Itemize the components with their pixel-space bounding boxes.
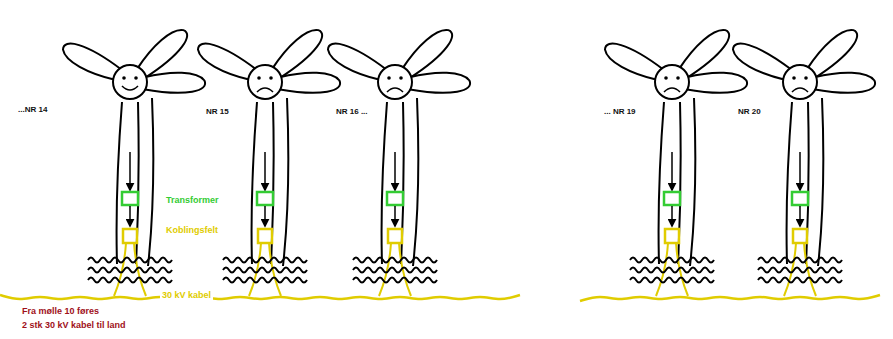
face-eye — [664, 76, 668, 80]
face-eye — [122, 76, 126, 80]
switchgear-box — [388, 229, 402, 243]
tower-line — [818, 98, 823, 266]
rotor-blade — [813, 69, 876, 95]
switchgear-label: Koblingsfelt — [166, 226, 218, 236]
face-eye — [804, 76, 808, 80]
sea-wave — [88, 258, 172, 263]
sea-wave — [353, 278, 437, 283]
wind-turbine — [601, 25, 748, 296]
cable-label: 30 kV kabel — [160, 291, 213, 301]
flow-arrow — [671, 152, 673, 190]
flow-arrow — [394, 206, 396, 226]
face-eye — [792, 76, 796, 80]
sea-wave — [88, 268, 172, 273]
cables — [0, 295, 880, 301]
face-eye — [269, 76, 273, 80]
tower-line — [659, 102, 664, 264]
note-text: Fra mølle 10 føres — [22, 307, 99, 317]
rotor-blade — [408, 69, 471, 95]
tower-line — [690, 98, 695, 266]
flow-arrow — [671, 206, 673, 226]
tower-line — [252, 102, 257, 264]
switchgear-box — [793, 229, 807, 243]
sea-wave — [353, 258, 437, 263]
tower-line — [283, 98, 288, 266]
turbine-number: ...NR 14 — [18, 106, 47, 115]
hub-face — [655, 65, 689, 99]
flow-arrow — [264, 206, 266, 226]
transformer-box — [387, 192, 403, 205]
sea-wave — [630, 268, 714, 273]
switchgear-box — [258, 229, 272, 243]
switchgear-box — [665, 229, 679, 243]
flow-arrow — [799, 152, 801, 190]
switchgear-box — [123, 229, 137, 243]
hub-face — [783, 65, 817, 99]
turbine-number: NR 20 — [738, 108, 761, 117]
tower-line — [117, 102, 122, 264]
sea-wave — [223, 258, 307, 263]
tower-line — [148, 98, 153, 266]
turbine-number: NR 16 ... — [336, 108, 368, 117]
rotor-blade — [278, 69, 341, 95]
face-mouth — [122, 86, 138, 90]
note-text: 2 stk 30 kV kabel til land — [22, 321, 126, 331]
transformer-label: Transformer — [166, 196, 219, 206]
sea-wave — [223, 278, 307, 283]
face-eye — [399, 76, 403, 80]
sea-wave — [630, 278, 714, 283]
flow-arrow — [799, 206, 801, 226]
face-eye — [257, 76, 261, 80]
sea-wave — [88, 278, 172, 283]
wind-turbine — [729, 25, 876, 296]
sea-cable — [580, 295, 880, 301]
turbines — [59, 25, 876, 296]
face-mouth — [792, 88, 808, 92]
wind-turbine — [194, 25, 341, 296]
hub-face — [378, 65, 412, 99]
transformer-box — [792, 192, 808, 205]
flow-arrow — [129, 206, 131, 226]
rotor-blade — [143, 69, 206, 95]
face-eye — [676, 76, 680, 80]
flow-arrow — [129, 152, 131, 190]
turbine-number: ... NR 19 — [604, 108, 636, 117]
flow-arrow — [264, 152, 266, 190]
sea-wave — [223, 268, 307, 273]
sea-wave — [758, 258, 842, 263]
face-mouth — [664, 88, 680, 92]
sea-wave — [630, 258, 714, 263]
transformer-box — [257, 192, 273, 205]
face-eye — [387, 76, 391, 80]
tower-line — [382, 102, 387, 264]
wind-turbine — [59, 25, 206, 296]
tower-line — [787, 102, 792, 264]
sea-wave — [758, 278, 842, 283]
transformer-box — [122, 192, 138, 205]
transformer-box — [664, 192, 680, 205]
face-mouth — [257, 88, 273, 92]
wind-turbine — [324, 25, 471, 296]
face-mouth — [387, 88, 403, 92]
flow-arrow — [394, 152, 396, 190]
sea-cable — [0, 295, 520, 299]
turbine-number: NR 15 — [206, 108, 229, 117]
rotor-blade — [685, 69, 748, 95]
sea-wave — [353, 268, 437, 273]
sea-wave — [758, 268, 842, 273]
face-eye — [134, 76, 138, 80]
tower-line — [413, 98, 418, 266]
hub-face — [113, 65, 147, 99]
hub-face — [248, 65, 282, 99]
